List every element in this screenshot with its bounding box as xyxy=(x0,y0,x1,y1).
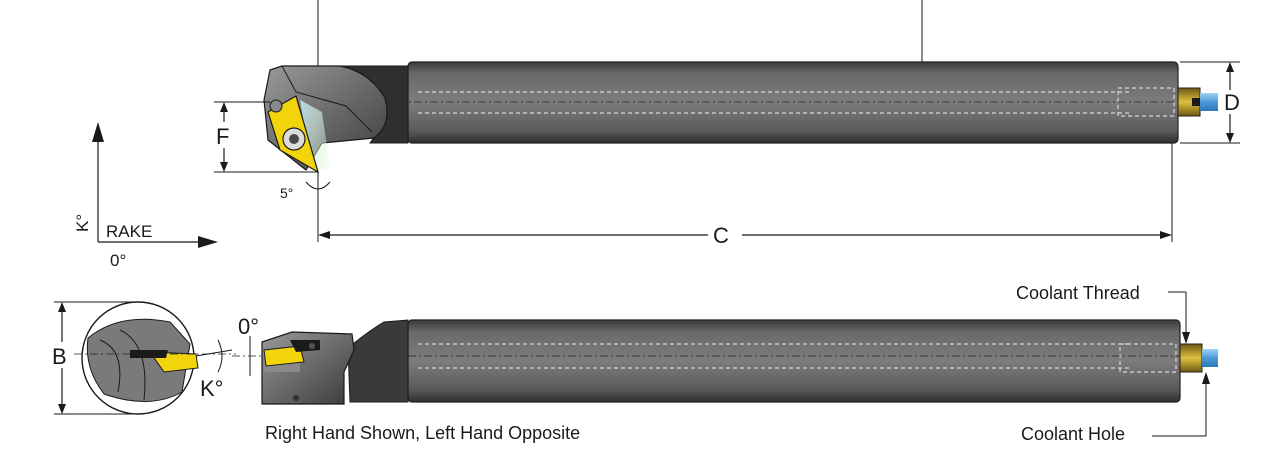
dim-d-arrow-top xyxy=(1226,62,1234,72)
coolant-tube-top xyxy=(1200,93,1218,111)
dim-b-label: B xyxy=(52,344,67,369)
end-view-body xyxy=(86,318,191,402)
clamp-side xyxy=(290,340,320,352)
axis-rake-label: RAKE xyxy=(106,222,152,241)
hand-caption: Right Hand Shown, Left Hand Opposite xyxy=(265,423,580,443)
fitting-bore xyxy=(1192,98,1200,106)
head-pin-side xyxy=(293,395,299,401)
dim-c-arrow-right xyxy=(1160,231,1172,239)
dim-f-label: F xyxy=(216,124,229,149)
dim-b-arrow-bottom xyxy=(58,404,66,414)
coolant-tube-side xyxy=(1202,349,1218,367)
dim-d-arrow-bottom xyxy=(1226,133,1234,143)
k-angle-arc xyxy=(217,339,223,373)
angle-5-label: 5° xyxy=(280,185,293,201)
dim-f-arrow-bottom xyxy=(220,162,228,172)
angle-k-label: K° xyxy=(200,376,223,401)
screw-socket xyxy=(289,134,299,144)
axis-zero-label: 0° xyxy=(110,251,126,270)
top-angle-0-label: 0° xyxy=(238,314,259,339)
angle-5-arc xyxy=(305,181,331,190)
coolant-thread-label: Coolant Thread xyxy=(1016,283,1140,303)
coolant-hole-label: Coolant Hole xyxy=(1021,424,1125,444)
dim-d-label: D xyxy=(1224,90,1240,115)
coolant-thread-arrow xyxy=(1182,332,1190,344)
end-view: K° B xyxy=(52,301,236,415)
head-edge xyxy=(281,65,373,133)
axis-k-label: K° xyxy=(73,214,92,232)
shank-top xyxy=(407,61,1179,144)
coolant-hole-arrow xyxy=(1202,372,1210,384)
neck-side xyxy=(347,319,409,403)
rake-axis-arrow xyxy=(198,236,218,248)
coolant-spray xyxy=(300,100,330,172)
dim-f-arrow-top xyxy=(220,102,228,112)
coolant-fitting-side xyxy=(1179,343,1203,373)
side-coolant-port-bore xyxy=(1119,343,1177,373)
dim-c-arrow-left xyxy=(318,231,330,239)
k-axis-arrow xyxy=(92,122,104,142)
rake-axis-indicator: K° RAKE 0° xyxy=(73,122,218,270)
dim-c-label: C xyxy=(713,223,729,248)
clamp-pin xyxy=(269,99,283,113)
end-view-contour-1 xyxy=(99,339,121,393)
top-view: D F 5° C xyxy=(214,0,1240,248)
clamp-screw-side xyxy=(309,343,315,349)
side-view: 0° Coolant Thread Coolant Hole Right Han… xyxy=(232,283,1218,444)
dim-b-arrow-top xyxy=(58,302,66,312)
insert-side xyxy=(263,345,305,367)
k-angle-ref-line xyxy=(195,349,233,357)
shank-side xyxy=(407,319,1181,403)
